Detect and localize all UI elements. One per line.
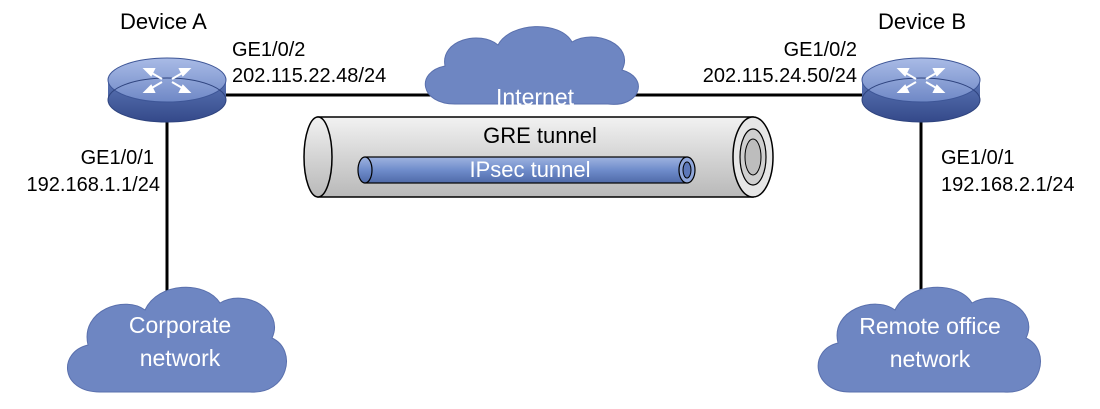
- remote-office-network-label-line2: network: [889, 346, 971, 372]
- remote-office-network-label-line1: Remote office: [859, 313, 1001, 339]
- device-a-ge2-port: GE1/0/2: [232, 39, 306, 61]
- device-b-ge2-ip: 202.115.24.50/24: [702, 65, 857, 87]
- corporate-network-label-line2: network: [139, 345, 221, 371]
- router-b-icon: [861, 57, 981, 123]
- device-b-ge2-port: GE1/0/2: [783, 39, 857, 61]
- gre-tunnel-label: GRE tunnel: [483, 123, 597, 148]
- device-b-ge1-port: GE1/0/1: [941, 147, 1015, 169]
- device-a-ge1-port: GE1/0/1: [80, 147, 154, 169]
- remote-office-network-cloud: [817, 286, 1041, 393]
- device-a-ge1-ip: 192.168.1.1/24: [26, 174, 160, 196]
- router-a-icon: [107, 57, 227, 123]
- corporate-network-cloud: [66, 286, 287, 393]
- device-b-name: Device B: [878, 9, 967, 34]
- internet-cloud: [424, 26, 639, 105]
- internet-label: Internet: [496, 84, 574, 110]
- device-b-ge1-ip: 192.168.2.1/24: [941, 174, 1075, 196]
- ipsec-tunnel-pipe: [357, 156, 696, 184]
- device-a-name: Device A: [120, 9, 207, 34]
- corporate-network-label-line1: Corporate: [128, 312, 232, 338]
- ipsec-tunnel-label: IPsec tunnel: [469, 157, 591, 182]
- device-a-ge2-ip: 202.115.22.48/24: [232, 65, 387, 87]
